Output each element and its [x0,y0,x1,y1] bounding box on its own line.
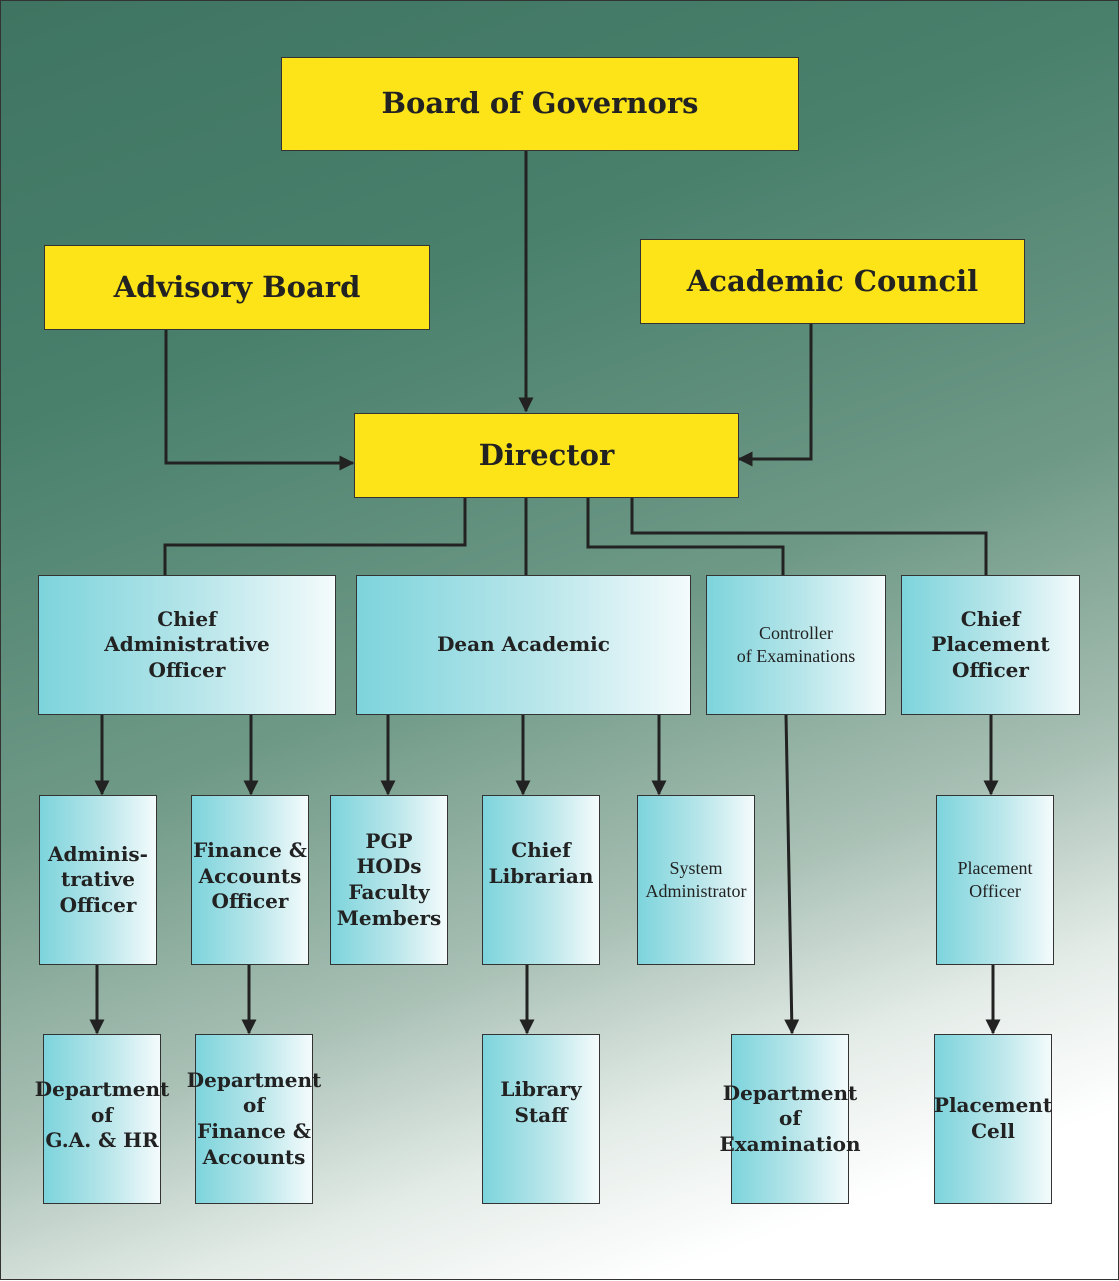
line-director-cpo [630,498,988,575]
chief-placement-officer-box: Chief Placement Officer [901,575,1080,715]
line-director-cao [163,498,467,575]
placement-cell-box: Placement Cell [934,1034,1052,1204]
dean-academic-label: Dean Academic [437,632,610,657]
advisory-board-box: Advisory Board [44,245,430,330]
line-coe-exam [784,714,800,1035]
dean-academic-box: Dean Academic [356,575,691,715]
line-council-director [737,323,813,467]
administrative-officer-label: Adminis- trative Officer [48,841,148,917]
pgp-hods-faculty-box: PGP HODs Faculty Members [330,795,448,965]
chief-administrative-officer-box: Chief Administrative Officer [38,575,336,715]
placement-cell-label: Placement Cell [933,1093,1053,1143]
chief-librarian-label: Chief Librarian [488,838,594,888]
chief-administrative-officer-label: Chief Administrative Officer [104,606,270,682]
placement-officer-box: Placement Officer [936,795,1054,965]
department-examination-label: Department of Examination [719,1080,861,1156]
controller-of-examinations-label: Controller of Examinations [736,622,856,666]
system-administrator-box: System Administrator [637,795,755,965]
controller-of-examinations-box: Controller of Examinations [706,575,886,715]
department-ga-hr-label: Department of G.A. & HR [34,1077,170,1153]
pgp-hods-faculty-label: PGP HODs Faculty Members [336,828,442,930]
line-director-coe [586,498,785,575]
finance-accounts-officer-label: Finance & Accounts Officer [193,838,307,914]
advisory-board-label: Advisory Board [113,269,361,304]
department-ga-hr-box: Department of G.A. & HR [35,1034,169,1204]
director-label: Director [478,437,615,472]
board-of-governors-label: Board of Governors [381,86,699,121]
library-staff-label: Library Staff [500,1077,582,1127]
department-finance-accounts-label: Department of Finance & Accounts [186,1067,322,1169]
chief-librarian-box: Chief Librarian [482,795,600,965]
director-box: Director [354,413,739,498]
administrative-officer-box: Adminis- trative Officer [39,795,157,965]
department-finance-accounts-box: Department of Finance & Accounts [187,1034,321,1204]
library-staff-box: Library Staff [482,1034,600,1204]
academic-council-box: Academic Council [640,239,1025,324]
chief-placement-officer-label: Chief Placement Officer [931,606,1050,682]
department-examination-box: Department of Examination [719,1034,861,1204]
finance-accounts-officer-box: Finance & Accounts Officer [191,795,309,965]
system-administrator-label: System Administrator [645,857,747,901]
line-advisory-director [164,329,355,471]
academic-council-label: Academic Council [686,263,979,298]
placement-officer-label: Placement Officer [957,857,1033,901]
board-of-governors-box: Board of Governors [281,57,799,151]
